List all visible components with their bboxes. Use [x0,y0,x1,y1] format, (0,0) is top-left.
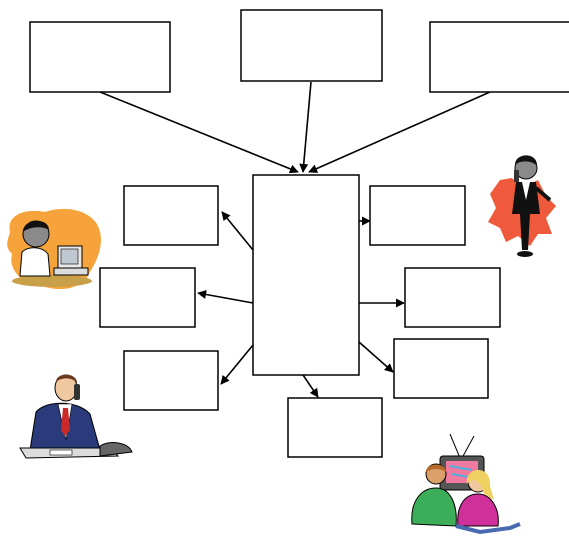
computer-base [53,267,89,276]
bottom-box [287,397,383,458]
man-on-phone-clipart [488,155,556,257]
left-lower-box [123,350,219,411]
hair [515,155,538,166]
right-upper-box [369,185,466,246]
boxes-group [29,9,569,458]
arrow-center-to-left-upper [221,211,254,251]
businessman-at-desk-clipart [19,374,133,459]
hair [23,220,49,232]
arrow-top-left-to-center [99,91,299,174]
person-at-computer-clipart [7,208,101,290]
phone-receiver [74,384,80,400]
antenna-right [461,435,475,459]
phone [514,170,519,182]
right-lower-box [393,338,489,399]
right-middle-box [404,267,501,328]
desk-shadow [12,275,92,287]
arrow-top-center-to-center [299,81,312,173]
top-center-box [240,9,383,82]
top-right-box [429,21,569,93]
desk-phone [99,442,133,457]
arrow-top-right-to-center [308,91,491,173]
legs [455,522,521,535]
center-box [252,174,360,376]
hair [56,374,77,383]
children-watching-tv-clipart [411,433,521,535]
girl-body [457,493,499,527]
arrow-center-to-left-lower [220,344,254,385]
suit [512,182,540,250]
body [19,247,51,277]
arrow-center-to-right-lower [358,341,394,373]
arrow-center-to-left-middle [197,290,254,304]
shirt [522,182,530,200]
shoes [517,251,533,257]
top-left-box [29,21,171,93]
tie [61,408,70,436]
boy-hair [426,464,446,472]
girl-hair [466,470,494,500]
arrow-center-to-bottom [302,374,319,398]
monitor-screen [60,248,79,265]
antenna-left [449,433,461,459]
arrows-group [99,81,491,398]
left-middle-box [99,267,196,328]
left-upper-box [123,185,219,246]
arm [534,186,552,202]
papers [49,449,73,456]
boy-body [411,487,457,527]
